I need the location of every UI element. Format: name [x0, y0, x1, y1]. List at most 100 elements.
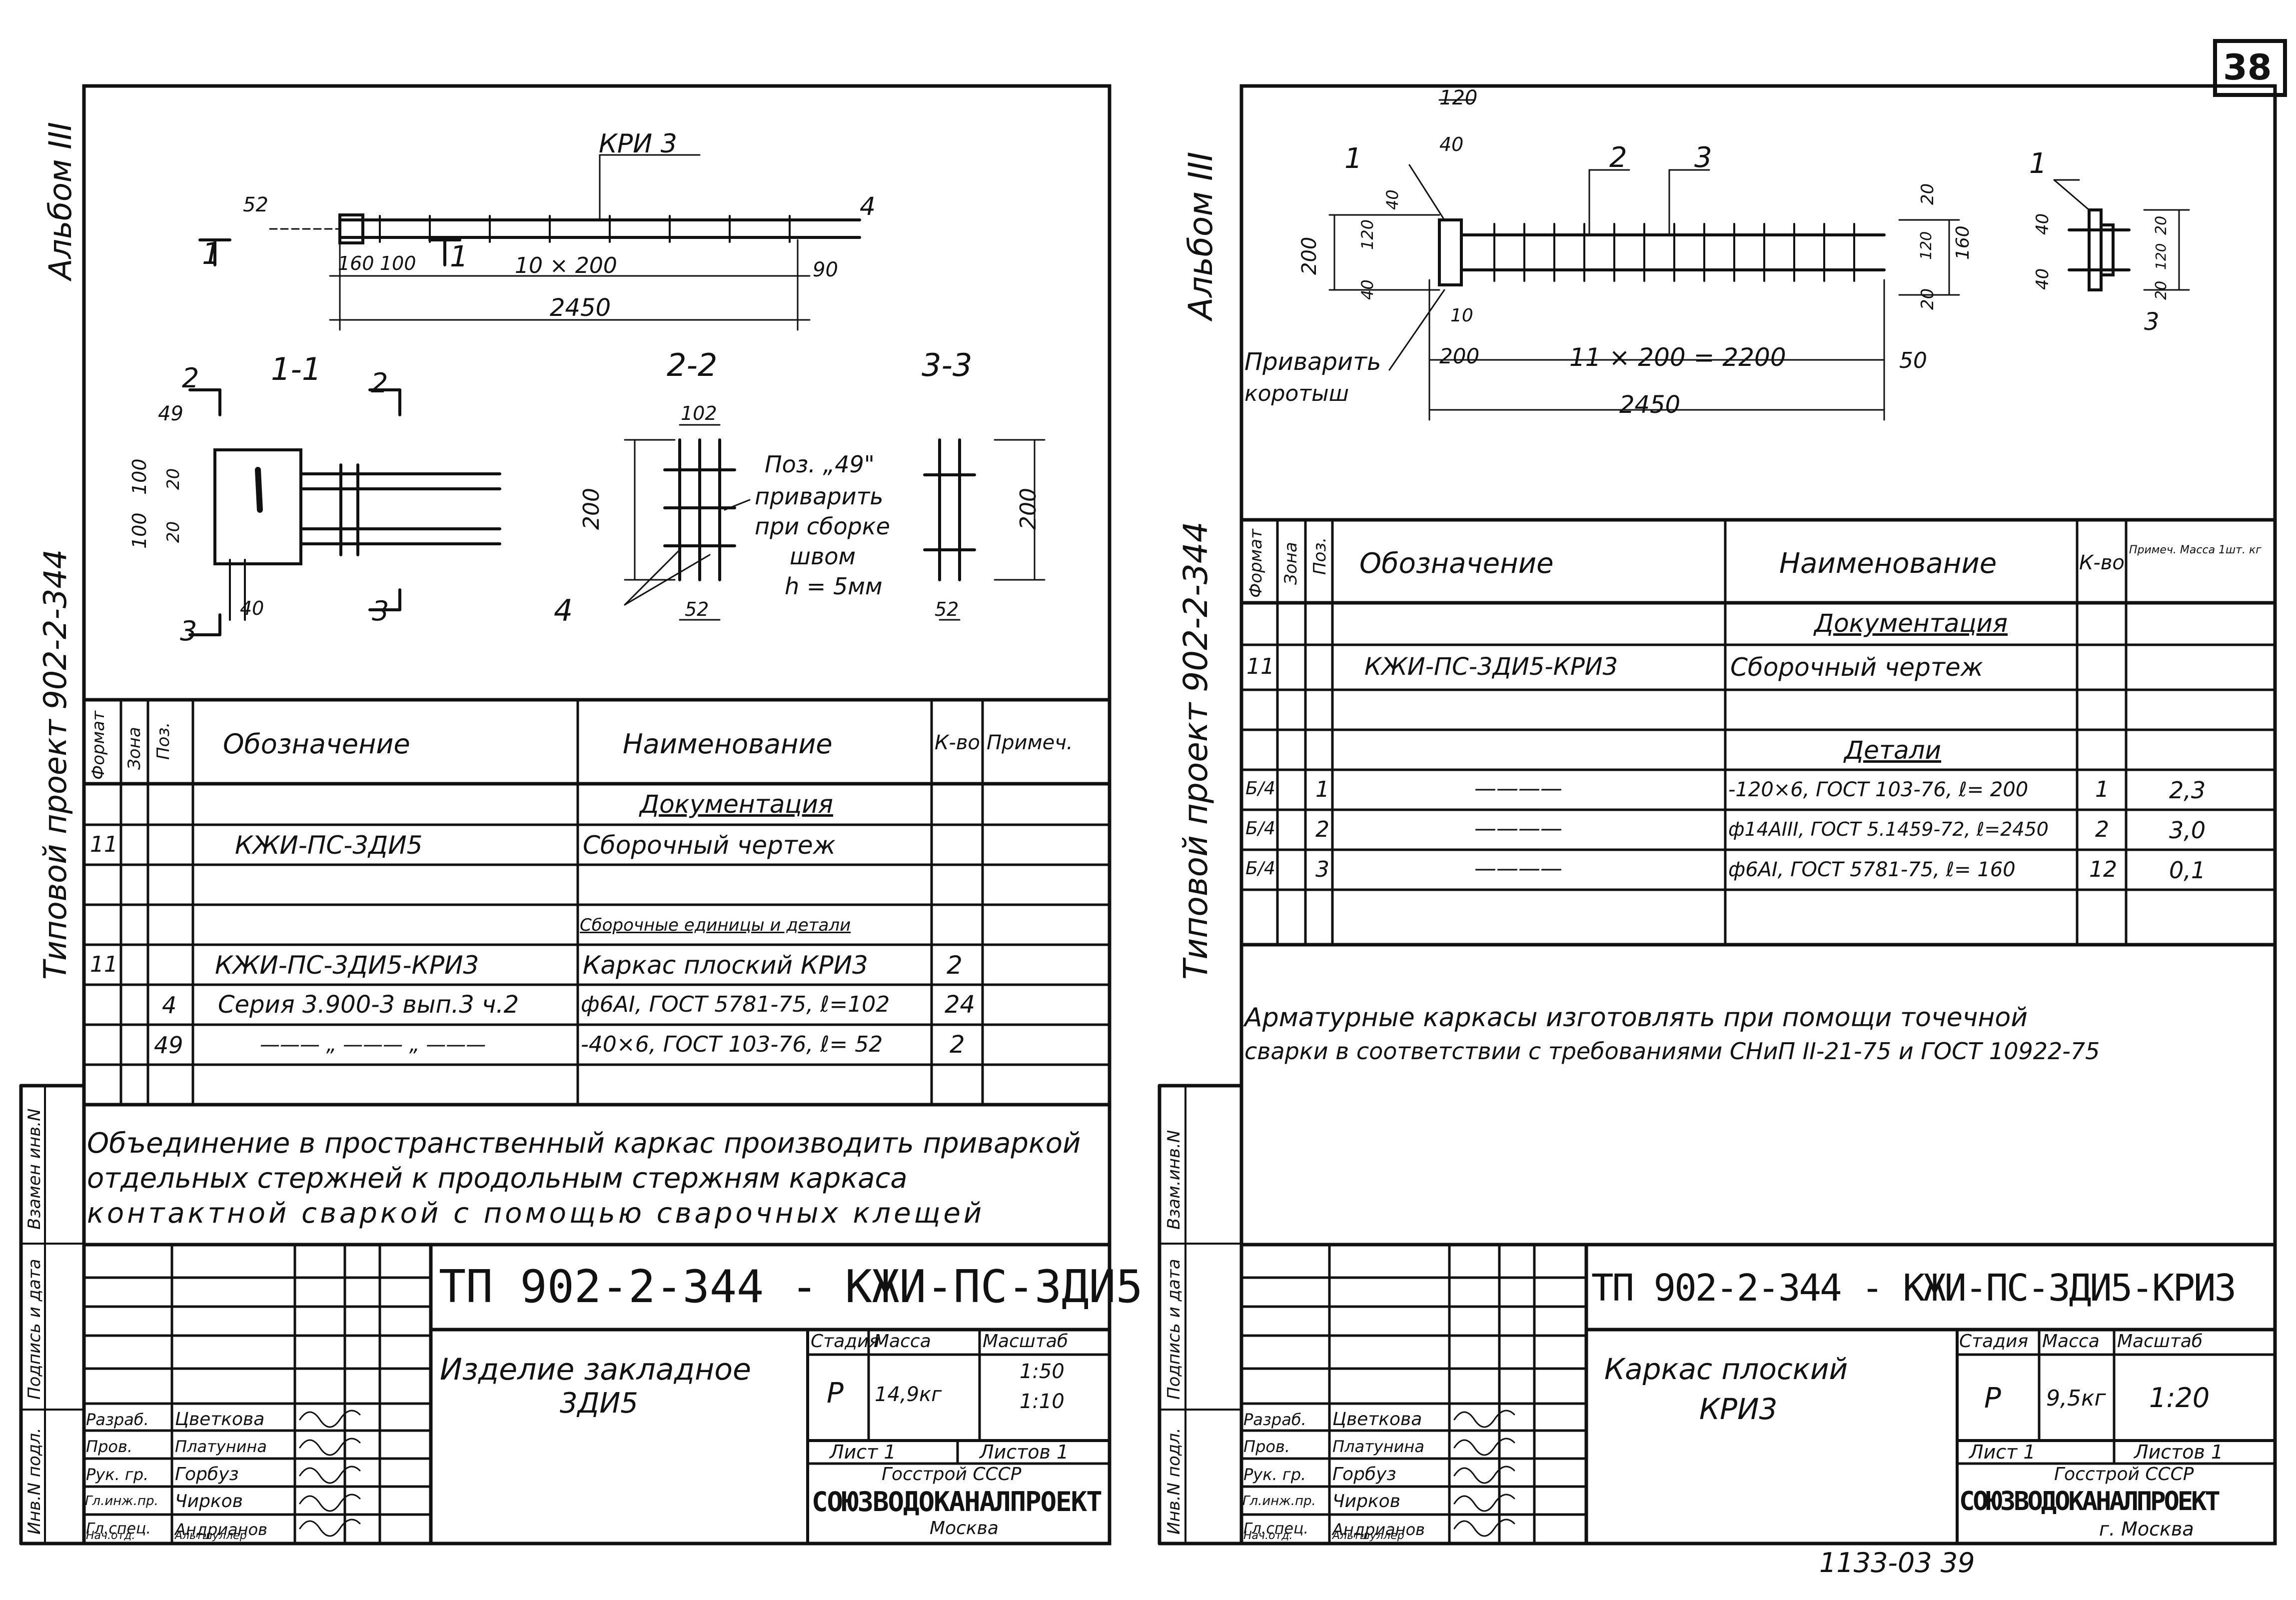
right-tb-org2: СОЮЗВОДОКАНАЛПРОЕКТ [1959, 1487, 2221, 1517]
right-spec-row-4-pos: 1 [1315, 777, 1329, 802]
right-tb-org1: Госстрой СССР [2054, 1464, 2194, 1485]
left-section-mark-2: 2 [182, 362, 199, 394]
left-dim-9: 20 [163, 468, 183, 490]
right-dim-11: 160 [1953, 225, 1973, 260]
right-dim-9: 120 [1918, 231, 1935, 260]
right-tb-name-1x: Платунина [1332, 1437, 1424, 1456]
left-tb-org1: Госстрой СССР [882, 1464, 1022, 1485]
left-dim-14: 200 [579, 488, 604, 530]
right-pos-2: 3 [1694, 141, 1712, 174]
right-tb-mass-label: Масса [2042, 1331, 2100, 1352]
left-tb-name-2: 3ДИ5 [560, 1387, 638, 1420]
left-project-label: Типовой проект 902-2-344 [37, 549, 73, 980]
right-spec-row-6-designation: ———— [1474, 856, 1562, 881]
right-dim-14: 11 × 200 = 2200 [1569, 343, 1786, 372]
right-dim-17: 40 [2033, 213, 2053, 235]
right-dim-5: 120 [1358, 219, 1377, 250]
right-tb-name-0: Цветкова [1332, 1409, 1422, 1430]
right-tb-name-5x: Альтшуллер [1332, 1530, 1404, 1542]
left-spec-row-5-designation: Серия 3.900-3 вып.3 ч.2 [218, 991, 519, 1019]
left-note-line-1: при сборке [755, 513, 890, 540]
left-dim-18: 4 [554, 593, 573, 628]
left-dim-17: 52 [935, 598, 959, 620]
left-tb-mass-label: Масса [874, 1331, 931, 1352]
left-dim-8: 100 [128, 458, 150, 495]
left-dim-11: 20 [163, 521, 183, 543]
right-inv-substitute: Взам.инв.N [1164, 1130, 1184, 1230]
left-tb-stage: Р [827, 1377, 844, 1410]
right-spec-row-6-pos: 3 [1315, 857, 1329, 882]
left-spec-row-6-designation: ——— „ ——— „ ——— [260, 1033, 486, 1056]
left-tb-city: Москва [930, 1518, 999, 1539]
left-tb-sheets: Листов 1 [980, 1441, 1069, 1463]
right-spec-row-6-note: 0,1 [2169, 857, 2206, 884]
left-spec-row-0-name: Документация [640, 790, 833, 819]
right-tb-scale1: 1:20 [2149, 1382, 2210, 1414]
left-section-1-1 [188, 388, 501, 636]
left-title-block [82, 1243, 1112, 1546]
left-spec-h-designation: Обозначение [223, 728, 410, 760]
right-spec-row-5-note: 3,0 [2169, 817, 2206, 844]
right-tb-name-2x: Горбуз [1332, 1464, 1396, 1485]
right-sheet-frame [1157, 84, 2277, 1546]
left-section-mark-3: 2 [371, 367, 388, 399]
left-spec-h-qty: К-во [935, 731, 980, 754]
left-tb-scale1: 1:50 [1020, 1360, 1065, 1383]
right-dim-10: 20 [1918, 288, 1938, 310]
left-section-title-2: 3-3 [922, 347, 973, 383]
left-note-line-3: h = 5мм [785, 573, 883, 600]
left-album-label: Альбом III [42, 121, 78, 280]
right-weld-note-0: Приварить [1244, 348, 1381, 376]
left-dim-5: 2450 [550, 294, 611, 322]
left-sign-date: Подпись и дата [24, 1259, 44, 1400]
left-tb-role-1: Пров. [86, 1437, 132, 1456]
right-spec-row-5-format: Б/4 [1245, 818, 1275, 839]
left-section-title-0: 1-1 [271, 351, 322, 387]
left-tb-role-3: Гл.инж.пр. [85, 1494, 158, 1509]
left-spec-row-6-name: -40×6, ГОСТ 103-76, ℓ= 52 [581, 1032, 883, 1057]
right-tb-role-3: Гл.инж.пр. [1242, 1494, 1316, 1509]
right-spec-row-6-qty: 12 [2089, 857, 2117, 882]
right-tb-code: ТП 902-2-344 - КЖИ-ПС-3ДИ5-КРИ3 [1591, 1267, 2237, 1310]
left-dim-0: 52 [243, 193, 268, 216]
right-dim-7: 40 [1383, 189, 1402, 210]
bottom-note: 1133-03 39 [1819, 1547, 1975, 1579]
left-spec-row-5-qty: 24 [945, 991, 976, 1019]
left-section-mark-5: 3 [372, 595, 389, 627]
right-tb-stage-label: Стадия [1959, 1331, 2029, 1352]
right-dim-19: 20 [2153, 215, 2170, 235]
left-tb-code: ТП 902-2-344 - КЖИ-ПС-3ДИ5 [439, 1261, 1143, 1313]
left-spec-row-4-designation: КЖИ-ПС-3ДИ5-КРИ3 [215, 951, 479, 980]
left-spec-row-6-pos: 49 [154, 1032, 183, 1059]
right-note-0: Арматурные каркасы изготовлять при помощ… [1244, 1003, 2028, 1033]
left-spec-h-note: Примеч. [987, 731, 1073, 754]
right-dim-3: 200 [1298, 236, 1321, 275]
right-spec-h-format: Формат [1246, 529, 1266, 598]
left-dim-12: 40 [240, 597, 264, 619]
right-spec-row-4-name: -120×6, ГОСТ 103-76, ℓ= 200 [1728, 778, 2029, 801]
right-tb-sheet: Лист 1 [1969, 1441, 2036, 1463]
right-tb-role-4: Гл.спец. [1243, 1520, 1308, 1538]
right-spec-h-pos: Поз. [1310, 537, 1330, 575]
right-spec-h-name: Наименование [1779, 547, 1997, 580]
right-dim-8: 20 [1918, 183, 1938, 205]
left-dim-10: 100 [128, 512, 150, 549]
left-section-2-2 [624, 424, 751, 621]
left-tb-sheet: Лист 1 [830, 1441, 896, 1463]
left-tb-scale-label: Масштаб [983, 1331, 1069, 1352]
right-spec-row-4-note: 2,3 [2169, 777, 2206, 804]
left-note-0: Объединение в пространственный каркас пр… [87, 1127, 1081, 1160]
left-dim-3: 10 × 200 [515, 253, 617, 278]
left-dim-1: 160 [338, 252, 374, 274]
right-spec-h-designation: Обозначение [1359, 547, 1554, 580]
right-spec-row-4-format: Б/4 [1245, 778, 1275, 799]
left-inv-substitute: Взамен инв.N [24, 1108, 44, 1230]
right-project-label: Типовой проект 902-2-344 [1176, 521, 1215, 980]
right-pos-4: 3 [2144, 308, 2160, 336]
left-section-title-1: 2-2 [667, 347, 718, 383]
right-spec-row-0-name: Документация [1814, 609, 2008, 638]
left-spec-row-1-name: Сборочный чертеж [583, 831, 836, 860]
left-tb-role-5: Нач.отд. [86, 1530, 135, 1542]
right-dim-6: 40 [1358, 279, 1377, 300]
left-note-line-2: швом [790, 543, 856, 570]
